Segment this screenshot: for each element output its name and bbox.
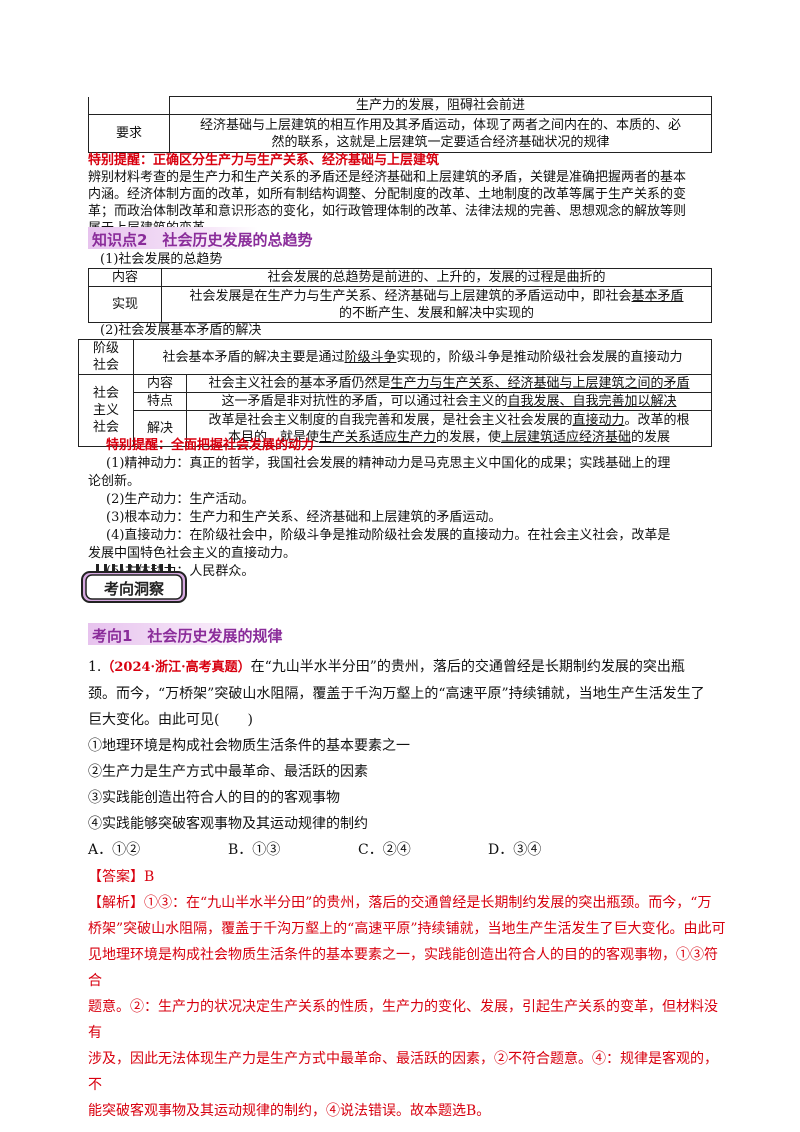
top-table: 生产力的发展，阻碍社会前进 要求 经济基础与上层建筑的相互作用及其矛盾运动，体现… — [88, 96, 712, 153]
socialist-content-label: 内容 — [133, 374, 187, 393]
tip-2-item: (4)直接动力：在阶级社会中，阶级斗争是推动阶级社会发展的直接动力。在社会主义社… — [106, 528, 671, 543]
trend-content-label: 内容 — [88, 268, 162, 287]
analysis-line: 见地理环境是构成社会物质生活条件的基本要素之一，实践能创造出符合人的目的的客观事… — [88, 947, 718, 989]
socialist-solve-label: 解决 — [133, 410, 187, 447]
analysis-line: ①③：在“九山半水半分田”的贵州，落后的交通曾经是长期制约发展的突出瓶颈。而今，… — [144, 895, 712, 911]
question-number: 1. — [88, 659, 102, 675]
sub-heading-2: (2)社会发展基本矛盾的解决 — [100, 323, 262, 338]
socialist-solve-text: 改革是社会主义制度的自我完善和发展，是社会主义社会发展的直接动力。改革的根 本目… — [186, 410, 712, 447]
section-badge: 考向洞察 — [78, 564, 190, 604]
top-table-row1: 生产力的发展，阻碍社会前进 — [169, 96, 712, 115]
tip-1-line: 辨别材料考查的是生产力和生产关系的矛盾还是经济基础和上层建筑的矛盾，关键是准确把… — [88, 170, 687, 185]
answer-value: B — [144, 869, 155, 885]
choice-d: D．③④ — [488, 842, 542, 858]
socialist-feature-label: 特点 — [133, 392, 187, 411]
question-1: 1.（2024·浙江·高考真题）在“九山半水半分田”的贵州，落后的交通曾经是长期… — [88, 654, 728, 863]
tip-1-line: 革；而政治体制改革和意识形态的变化，如行政管理体制的改革、法律法规的完善、思想观… — [88, 204, 687, 219]
kp2-heading: 知识点2 社会历史发展的总趋势 — [92, 231, 313, 249]
tip-1-title: 特别提醒：正确区分生产力与生产关系、经济基础与上层建筑 — [88, 153, 440, 168]
question-stem: 颈。而今，“万桥架”突破山水阻隔，覆盖于千沟万壑上的“高速平原”持续铺就，当地生… — [88, 686, 705, 702]
analysis-line: 桥架”突破山水阻隔，覆盖于千沟万壑上的“高速平原”持续铺就，当地生产生活发生了巨… — [88, 921, 726, 937]
socialist-content-text: 社会主义社会的基本矛盾仍然是生产力与生产关系、经济基础与上层建筑之间的矛盾 — [186, 374, 712, 393]
tip-2-item: 论创新。 — [88, 474, 141, 489]
question-option: ②生产力是生产方式中最革命、最活跃的因素 — [88, 764, 368, 780]
question-option: ③实践能创造出符合人的目的的客观事物 — [88, 790, 340, 806]
choice-a: A．①② — [88, 842, 141, 858]
answer-block: 【答案】B 【解析】①③：在“九山半水半分田”的贵州，落后的交通曾经是长期制约发… — [88, 864, 728, 1124]
choice-c: C．②④ — [358, 842, 411, 858]
trend-table: 内容 社会发展的总趋势是前进的、上升的，发展的过程是曲折的 实现 社会发展是在生… — [88, 268, 712, 323]
analysis-label: 【解析】 — [88, 895, 144, 911]
kp2-heading-bg — [88, 227, 258, 249]
trend-realize-label: 实现 — [88, 286, 162, 323]
answer-label: 【答案】 — [88, 869, 144, 885]
choices-row: A．①② B．①③ C．②④ D．③④ — [88, 837, 728, 863]
question-source: （2024·浙江·高考真题） — [101, 660, 251, 675]
analysis-line: 涉及，因此无法体现生产力是生产方式中最革命、最活跃的因素，②不符合题意。④：规律… — [88, 1051, 718, 1093]
analysis-line: 题意。②：生产力的状况决定生产关系的性质，生产力的变化、发展，引起生产关系的变革… — [88, 999, 718, 1041]
tip-2-item: (3)根本动力：生产力和生产关系、经济基础和上层建筑的矛盾运动。 — [106, 510, 502, 525]
tip-2: 特别提醒：全面把握社会发展的动力 (1)精神动力：真正的哲学，我国社会发展的精神… — [88, 437, 728, 581]
question-stem: 巨大变化。由此可见( ) — [88, 712, 253, 728]
tip-2-item: 发展中国特色社会主义的直接动力。 — [88, 546, 297, 561]
contradiction-table: 阶级社会 社会基本矛盾的解决主要是通过阶级斗争实现的，阶级斗争是推动阶级社会发展… — [78, 339, 712, 447]
trend-realize-text: 社会发展是在生产力与生产关系、经济基础与上层建筑的矛盾运动中，即社会基本矛盾 的… — [161, 286, 712, 323]
socialist-feature-text: 这一矛盾是非对抗性的矛盾，可以通过社会主义的自我发展、自我完善加以解决 — [186, 392, 712, 411]
req-text: 经济基础与上层建筑的相互作用及其矛盾运动，体现了两者之间内在的、本质的、必 然的… — [169, 114, 712, 153]
question-option: ④实践能够突破客观事物及其运动规律的制约 — [88, 816, 368, 832]
class-society-label: 阶级社会 — [78, 339, 134, 375]
tip-1-line: 内涵。经济体制方面的改革，如所有制结构调整、分配制度的改革、土地制度的改革等属于… — [88, 187, 687, 202]
question-stem: 在“九山半水半分田”的贵州，落后的交通曾经是长期制约发展的突出瓶 — [250, 659, 685, 675]
choice-b: B．①③ — [228, 842, 281, 858]
tip-2-item: (1)精神动力：真正的哲学，我国社会发展的精神动力是马克思主义中国化的成果；实践… — [106, 456, 671, 471]
tip-2-title: 特别提醒：全面把握社会发展的动力 — [106, 438, 315, 453]
class-society-text: 社会基本矛盾的解决主要是通过阶级斗争实现的，阶级斗争是推动阶级社会发展的直接动力 — [133, 339, 712, 375]
badge-text: 考向洞察 — [103, 580, 164, 598]
tip-1: 特别提醒：正确区分生产力与生产关系、经济基础与上层建筑 辨别材料考查的是生产力和… — [88, 152, 718, 237]
req-label: 要求 — [88, 114, 170, 153]
top-table-empty-cell — [88, 96, 170, 115]
sub-heading-1: (1)社会发展的总趋势 — [100, 252, 223, 267]
kx1-heading-bg — [88, 623, 258, 645]
trend-content-text: 社会发展的总趋势是前进的、上升的，发展的过程是曲折的 — [161, 268, 712, 287]
badge-frame-icon — [81, 564, 187, 603]
tip-2-item: (2)生产动力：生产活动。 — [106, 492, 255, 507]
socialist-society-label: 社会主义社会 — [78, 374, 134, 447]
analysis-line: 能突破客观事物及其运动规律的制约，④说法错误。故本题选B。 — [88, 1103, 491, 1119]
question-option: ①地理环境是构成社会物质生活条件的基本要素之一 — [88, 738, 410, 754]
kx1-heading: 考向1 社会历史发展的规律 — [92, 627, 283, 645]
